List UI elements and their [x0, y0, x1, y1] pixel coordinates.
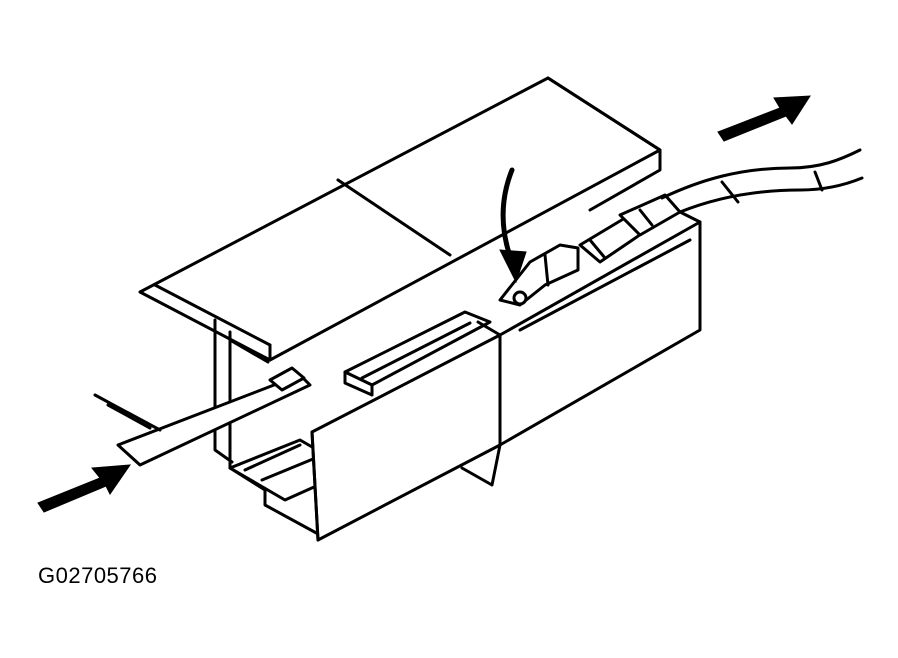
ribbon-cable: [93, 366, 312, 467]
block-arrow-right-icon: [37, 464, 132, 513]
rail-web: [213, 318, 270, 470]
release-latch: [498, 243, 580, 307]
terminal-bundle: [578, 193, 682, 264]
exit-cable: [660, 148, 864, 214]
figure-code-label: G02705766: [38, 563, 158, 588]
curved-arrow-down-icon: [499, 167, 527, 284]
connector-housing: [310, 210, 702, 542]
upper-rail: [138, 76, 662, 362]
block-arrow-up-right-icon: [717, 95, 811, 142]
lock-bar: [343, 310, 492, 397]
